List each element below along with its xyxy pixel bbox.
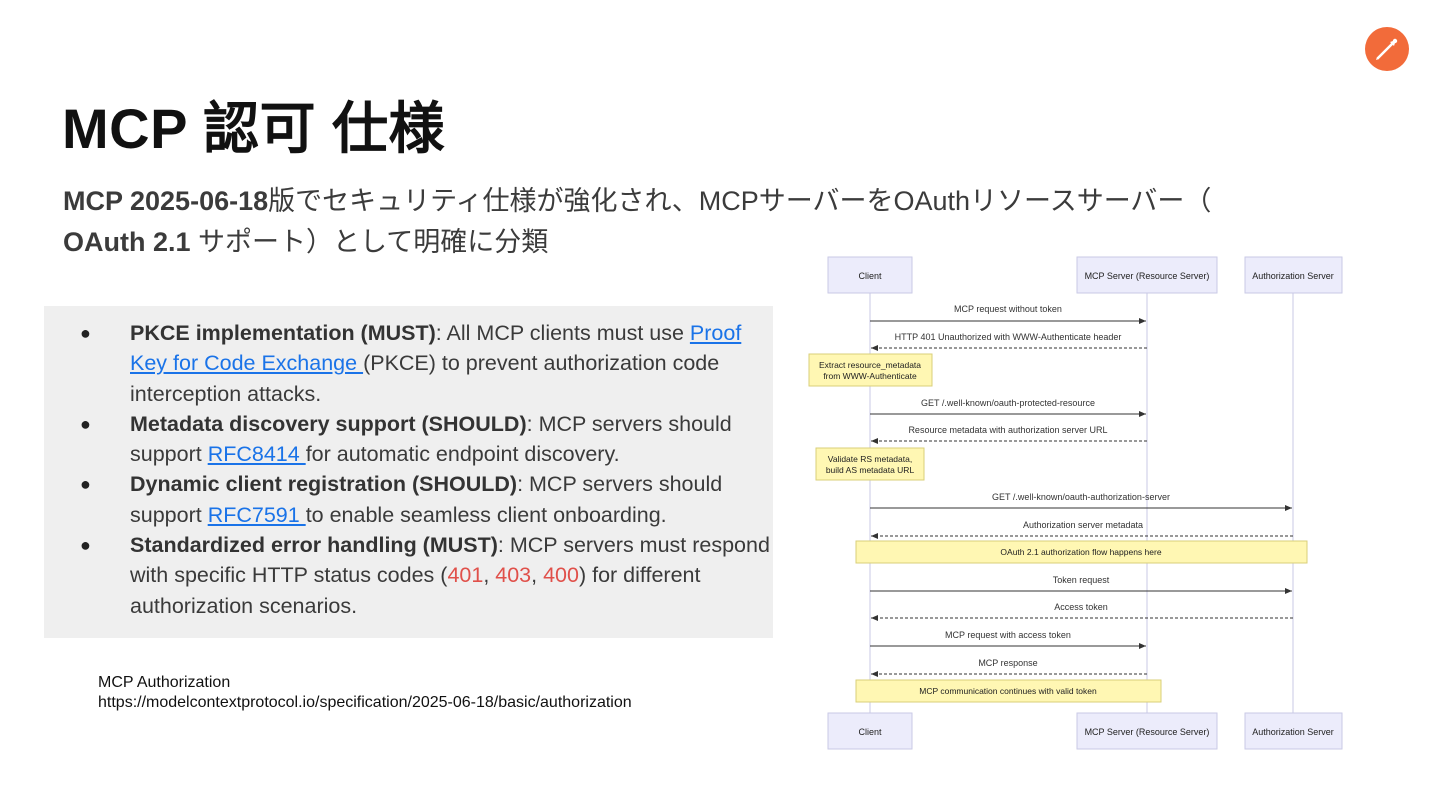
sequence-diagram: Client MCP Server (Resource Server) Auth… xyxy=(808,256,1343,750)
note-label: build AS metadata URL xyxy=(826,465,915,475)
rfc7591-link[interactable]: RFC7591 xyxy=(207,502,306,527)
note-label: Extract resource_metadata xyxy=(819,360,921,370)
item-text: (PKCE) to prevent authorization code int… xyxy=(130,351,720,406)
item-text: : MCP servers should support xyxy=(130,472,723,527)
item-text: to enable seamless client onboarding. xyxy=(305,502,667,527)
note-label: from WWW-Authenticate xyxy=(823,371,917,381)
note-extract-metadata: Extract resource_metadata from WWW-Authe… xyxy=(808,353,933,387)
item-heading: Metadata discovery support (SHOULD) xyxy=(130,411,527,436)
item-text: : All MCP clients must use xyxy=(435,321,690,345)
status-code-400: 400 xyxy=(543,563,579,588)
participant-mcp-server-top: MCP Server (Resource Server) xyxy=(1076,256,1218,294)
participant-label: MCP Server (Resource Server) xyxy=(1085,727,1210,737)
note-validate-metadata: Validate RS metadata, build AS metadata … xyxy=(815,447,925,481)
subtitle: MCP 2025-06-18版でセキュリティ仕様が強化され、MCPサーバーをOA… xyxy=(63,181,1303,263)
bullet-icon: ● xyxy=(80,535,91,556)
bullet-icon: ● xyxy=(80,413,91,434)
participant-client-bottom: Client xyxy=(827,712,913,750)
item-text: , xyxy=(531,563,544,588)
list-item-metadata: ● Metadata discovery support (SHOULD): MC… xyxy=(44,409,770,470)
subtitle-oauth: OAuth 2.1 xyxy=(63,227,199,257)
participant-mcp-server-bottom: MCP Server (Resource Server) xyxy=(1076,712,1218,750)
note-mcp-continues: MCP communication continues with valid t… xyxy=(855,679,1162,703)
item-heading: Standardized error handling (MUST) xyxy=(130,533,498,558)
participant-label: Authorization Server xyxy=(1252,727,1334,737)
message-label: Token request xyxy=(1053,575,1110,585)
bullet-icon: ● xyxy=(80,323,91,343)
participant-label: MCP Server (Resource Server) xyxy=(1085,271,1210,281)
message-label: Authorization server metadata xyxy=(1023,520,1143,530)
participant-label: Client xyxy=(858,271,882,281)
message-label: Resource metadata with authorization ser… xyxy=(908,425,1107,435)
item-text: for automatic endpoint discovery. xyxy=(305,442,620,467)
message-label: Access token xyxy=(1054,602,1108,612)
note-oauth-flow: OAuth 2.1 authorization flow happens her… xyxy=(855,540,1308,564)
postman-logo-icon xyxy=(1365,27,1409,71)
participant-label: Authorization Server xyxy=(1252,271,1334,281)
participant-label: Client xyxy=(858,727,882,737)
rfc8414-link[interactable]: RFC8414 xyxy=(207,442,306,467)
requirements-list: ● PKCE implementation (MUST): All MCP cli… xyxy=(44,318,770,621)
requirements-panel: ● PKCE implementation (MUST): All MCP cli… xyxy=(44,306,773,638)
source-citation: MCP Authorization https://modelcontextpr… xyxy=(98,673,632,713)
status-code-403: 403 xyxy=(495,563,532,588)
message-label: MCP request without token xyxy=(954,304,1062,314)
message-label: GET /.well-known/oauth-protected-resourc… xyxy=(921,398,1095,408)
note-label: MCP communication continues with valid t… xyxy=(919,686,1097,696)
item-text: , xyxy=(483,563,496,588)
participant-auth-server-top: Authorization Server xyxy=(1244,256,1343,294)
subtitle-version: MCP 2025-06-18 xyxy=(63,186,269,216)
list-item-registration: ● Dynamic client registration (SHOULD): M… xyxy=(44,469,770,530)
pkce-link[interactable]: Proof Key for Code Exchange xyxy=(130,321,742,376)
message-label: GET /.well-known/oauth-authorization-ser… xyxy=(992,492,1170,502)
item-text: : MCP servers must respond with specific… xyxy=(130,533,770,588)
item-heading: Dynamic client registration (SHOULD) xyxy=(130,472,518,497)
item-text: ) for different authorization scenarios. xyxy=(130,563,701,618)
bullet-icon: ● xyxy=(80,474,91,495)
source-url: https://modelcontextprotocol.io/specific… xyxy=(98,694,632,711)
participant-client-top: Client xyxy=(827,256,913,294)
item-heading: PKCE implementation (MUST) xyxy=(130,321,436,345)
page-title: MCP 認可 仕様 xyxy=(62,97,446,160)
note-label: Validate RS metadata, xyxy=(828,454,912,464)
participant-auth-server-bottom: Authorization Server xyxy=(1244,712,1343,750)
message-label: HTTP 401 Unauthorized with WWW-Authentic… xyxy=(895,332,1122,342)
message-label: MCP response xyxy=(978,658,1037,668)
list-item-errors: ● Standardized error handling (MUST): MCP… xyxy=(44,530,770,621)
item-text: : MCP servers should support xyxy=(130,411,732,467)
subtitle-line1: 版でセキュリティ仕様が強化され、MCPサーバーをOAuthリソースサーバー（ xyxy=(268,186,1212,216)
subtitle-line2: サポート）として明確に分類 xyxy=(198,227,549,257)
list-item-pkce: ● PKCE implementation (MUST): All MCP cli… xyxy=(44,318,770,409)
note-label: OAuth 2.1 authorization flow happens her… xyxy=(1000,547,1161,557)
message-label: MCP request with access token xyxy=(945,630,1071,640)
status-code-401: 401 xyxy=(447,563,484,588)
source-label: MCP Authorization xyxy=(98,674,231,691)
